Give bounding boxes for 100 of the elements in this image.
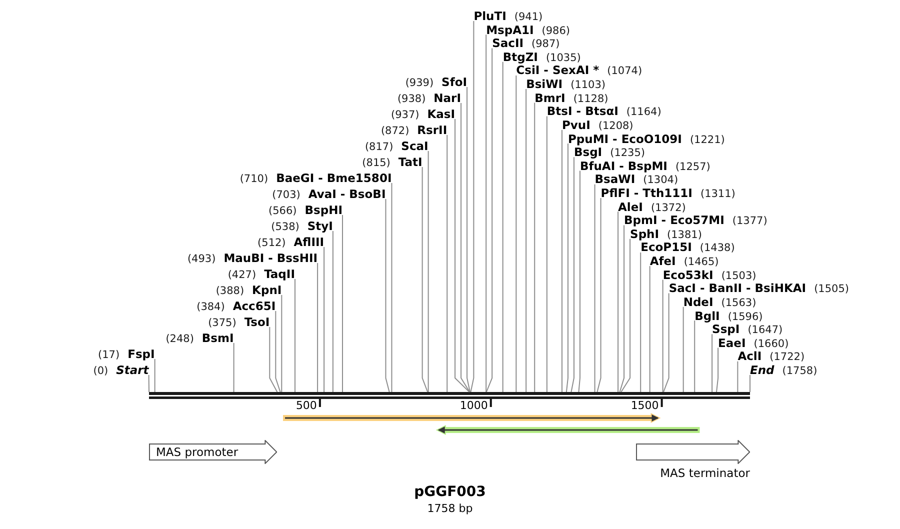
leader-line [712, 334, 713, 392]
leader-line [154, 358, 156, 392]
leader-line [391, 182, 392, 392]
restriction-site-label: Eco53kI (1503) [662, 266, 756, 280]
leader-line [526, 88, 527, 392]
restriction-site-label: PluTI (941) [474, 8, 543, 21]
restriction-site-label: EcoP15I (1438) [640, 239, 735, 252]
restriction-site-label: EaeI (1660) [718, 334, 789, 348]
tick-label: 1500 [630, 400, 659, 412]
leader-line [737, 360, 738, 392]
leader-line [148, 374, 150, 392]
leader-line [570, 156, 574, 392]
leader-line [275, 310, 281, 392]
restriction-site-label: (248) BsmI [166, 330, 234, 343]
leader-line [694, 320, 696, 392]
restriction-site-label: (566) BspHI [268, 202, 342, 215]
restriction-site-label: BfuAI - BspMI (1257) [580, 158, 710, 171]
restriction-site-label: (375) TsoI [208, 314, 270, 327]
restriction-site-label: PpuMI - EcoO109I (1221) [568, 130, 725, 144]
restriction-site-label: BpmI - Eco57MI (1377) [624, 212, 768, 226]
restriction-site-label: End (1758) [750, 362, 818, 375]
leader-line [428, 150, 429, 392]
leader-line [486, 34, 487, 392]
leader-line [620, 238, 631, 392]
leader-line [534, 102, 536, 392]
restriction-site-label: (538) StyI [271, 218, 333, 231]
leader-line [422, 166, 428, 392]
leader-line [342, 214, 343, 392]
restriction-site-label: SacI - BanII - BsiHKAI (1505) [668, 280, 849, 294]
restriction-site-label: SacII (987) [492, 35, 560, 48]
restriction-site-label: BtgZI (1035) [502, 48, 581, 62]
tick-label: 500 [296, 400, 317, 412]
caption: 1758 bp [427, 502, 473, 515]
restriction-site-label: SspI (1647) [712, 321, 783, 334]
restriction-site-label: BmrI (1128) [534, 90, 608, 103]
orf-bar [283, 413, 661, 423]
restriction-site-label: MspA1I (986) [486, 22, 570, 35]
leader-line [324, 246, 325, 392]
promoter-arrow: MAS promoter [149, 440, 278, 464]
leader-line [561, 129, 562, 392]
leader-line [269, 326, 278, 392]
leader-line [594, 184, 596, 392]
leader-line [294, 278, 296, 392]
leader-line [332, 230, 334, 392]
leader-line [470, 20, 474, 392]
restriction-site-label: BsiWI (1103) [526, 76, 606, 90]
restriction-site-label: AclI (1722) [738, 348, 805, 362]
restriction-site-label: BtsI - BtsαI (1164) [546, 103, 662, 116]
restriction-site-label: SphI (1381) [630, 226, 702, 239]
leader-line [454, 118, 470, 392]
restriction-site-label: (815) TatI [362, 154, 422, 167]
leader-line [385, 198, 390, 392]
leader-line [446, 134, 448, 392]
dna-backbone [149, 392, 750, 399]
restriction-site-label: (938) NarI [397, 90, 462, 103]
leader-line [596, 198, 602, 392]
restriction-site-label: PflFI - Tth111I (1311) [600, 185, 736, 198]
restriction-site-label: (939) SfoI [405, 74, 468, 87]
restriction-site-label: (512) AflIII [258, 234, 324, 247]
restriction-site-label: (17) FspI [98, 346, 155, 359]
leader-line [662, 279, 664, 392]
restriction-site-label: CsiI - SexAI * (1074) [516, 62, 642, 76]
restriction-site-label: (427) TaqII [228, 266, 295, 279]
restriction-site-label: (388) KpnI [216, 282, 282, 295]
restriction-site-label: AleI (1372) [618, 198, 686, 212]
leader-line [466, 86, 470, 392]
restriction-site-label: (817) ScaI [364, 138, 428, 151]
leader-line [281, 294, 282, 392]
title: pGGF003 [414, 484, 486, 501]
restriction-site-label: PvuI (1208) [562, 116, 634, 130]
restriction-site-label: BglI (1596) [694, 308, 763, 321]
leader-line [682, 306, 684, 392]
leader-line [716, 347, 719, 392]
leader-line [486, 48, 493, 392]
restriction-site-label: NdeI (1563) [683, 294, 756, 307]
restriction-site-label: (0) Start [93, 362, 149, 375]
leader-line [233, 342, 234, 392]
leader-line [516, 74, 517, 392]
restriction-site-label: BsaWI (1304) [594, 171, 678, 184]
restriction-site-label: (710) BaeGI - Bme1580I [240, 170, 392, 183]
leader-line [619, 224, 625, 392]
leader-line [640, 252, 642, 392]
restriction-site-label: (493) MauBI - BssHII [187, 250, 318, 263]
restriction-site-label: (384) Acc65I [196, 298, 276, 311]
leader-line [317, 262, 318, 392]
leader-line [663, 292, 670, 392]
tick-label: 1000 [460, 400, 488, 412]
restriction-site-label: (937) KasI [390, 106, 456, 119]
restriction-site-label: BsgI (1235) [574, 144, 646, 158]
restriction-site-label: AfeI (1465) [650, 253, 719, 266]
leader-line [460, 102, 470, 392]
restriction-site-label: (872) RsrII [380, 122, 448, 135]
leader-line [649, 266, 650, 392]
leader-line [502, 61, 504, 392]
restriction-site-label: (703) AvaI - BsoBI [272, 186, 386, 199]
orf-bar [436, 425, 700, 435]
leader-line [618, 211, 619, 392]
leader-line [546, 116, 548, 392]
leader-line [578, 170, 580, 392]
leader-line [566, 143, 568, 392]
